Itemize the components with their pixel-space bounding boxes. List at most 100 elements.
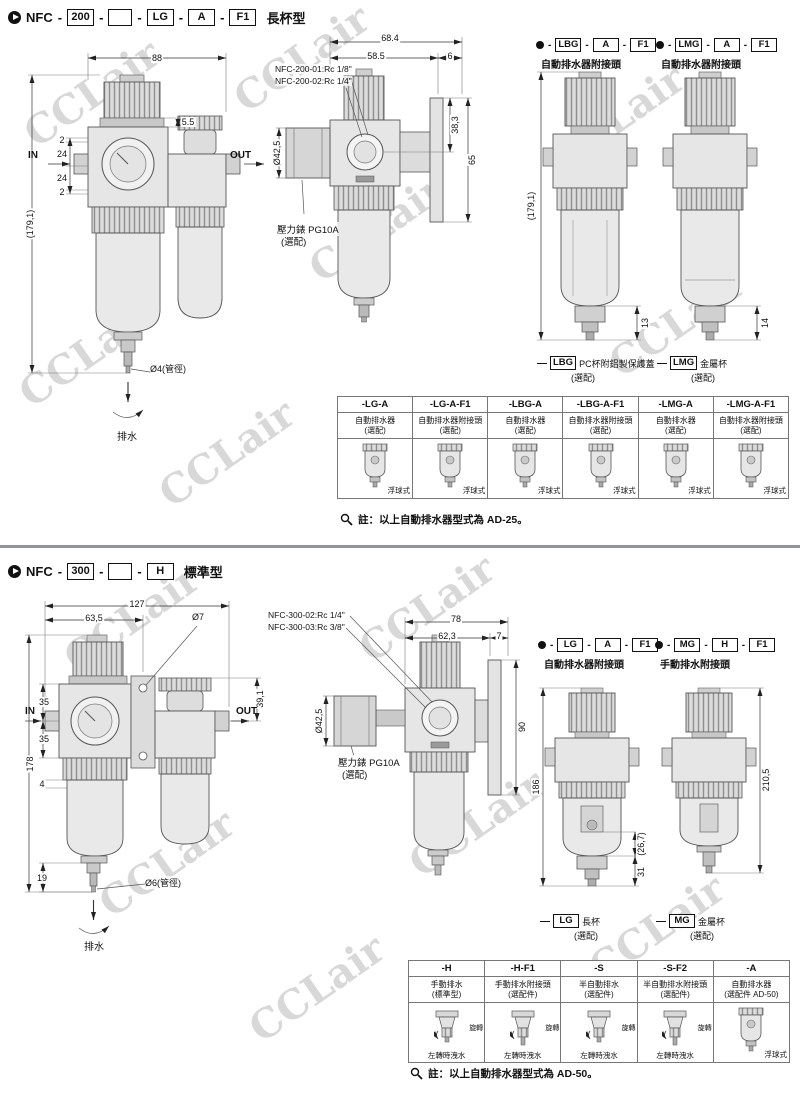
figure-caption: 浮球式: [387, 486, 411, 495]
float-drain-icon: [437, 443, 463, 488]
dim-flange-label: 6: [446, 51, 454, 61]
figure-caption: 左轉時洩水: [427, 1051, 466, 1060]
regulator-knob: [685, 687, 733, 739]
figure-caption: 左轉時洩水: [504, 1051, 542, 1060]
code-separator: -: [741, 639, 746, 651]
column-header: -LMG-A: [637, 396, 714, 413]
pressure-gauge-side: [285, 127, 331, 179]
table-figure-row: 浮球式 浮球式 浮球式 浮球式 浮球式 浮球式: [336, 438, 790, 499]
lubricator: [154, 677, 230, 759]
drain-figure-cell: 旋轉 左轉時洩水: [407, 1002, 486, 1063]
s2-variant-b-code: - MG - H - F1: [655, 638, 776, 652]
gauge-dia-label: Ø42,5: [272, 139, 282, 167]
type-label: 標準型: [183, 565, 223, 580]
code-box-drain: H: [146, 563, 174, 580]
s2-drain-options-table: -H -H-F1 -S -S-F2 -A 手動排水(標準型) 手動排水附接頭(選…: [407, 960, 791, 1063]
code-box: LG: [557, 638, 584, 652]
figure-caption: 浮球式: [763, 486, 787, 495]
code-separator: -: [624, 639, 629, 651]
s2-bowl-note-a: LG 長杯 (選配): [540, 914, 600, 942]
bowl-note-text: PC杯附鋁製保護蓋: [579, 358, 655, 369]
desc-line: (選配): [364, 425, 386, 435]
code-box: LBG: [555, 38, 582, 52]
dim-body-label: 58.5: [366, 51, 386, 61]
drain-figure-cell: 浮球式: [487, 438, 564, 499]
code-box-bowl: LG: [146, 9, 174, 26]
column-desc: 半自動排水附接頭(選配件): [636, 976, 714, 1003]
s2-variant-mg-drawing: [661, 687, 764, 874]
lubricator-bowl: [175, 206, 225, 319]
code-box: LMG: [675, 38, 703, 52]
float-drain-icon: [362, 443, 388, 488]
desc-line: (選配件): [584, 989, 614, 999]
body: [662, 133, 758, 189]
column-header: -A: [712, 960, 791, 977]
code-box: A: [592, 38, 619, 52]
dim-chain-label: 24: [55, 149, 69, 159]
code-box: MG: [674, 638, 701, 652]
pressure-gauge-side: [333, 695, 406, 747]
magnifier-icon: [410, 1067, 423, 1080]
pipe-dia-label: Ø6(管徑): [145, 876, 182, 889]
desc-line: 自動排水器: [355, 415, 396, 425]
drain-valve: [427, 849, 449, 876]
section-bullet-icon: [8, 11, 21, 24]
body: [329, 119, 401, 187]
s2-side-view-drawing: [323, 615, 520, 876]
desc-line: (選配件): [508, 989, 538, 999]
s2-bowl-note-b: MG 金屬杯 (選配): [656, 914, 725, 942]
float-drain-icon: [513, 443, 538, 488]
code-separator: -: [137, 564, 142, 579]
s1-variant-lbg-drawing: [537, 71, 641, 341]
table-figure-row: 旋轉 左轉時洩水 旋轉 左轉時洩水 旋轉 左轉時洩水 旋轉 左轉時洩水 浮球式: [407, 1002, 791, 1063]
drain-figure-cell: 浮球式: [412, 438, 489, 499]
s1-variant-a-code: - LBG - A - F1: [536, 38, 657, 52]
desc-line: 自動排水器附接頭: [568, 415, 633, 425]
code-separator: -: [99, 564, 104, 579]
code-box: A: [713, 38, 740, 52]
drain-figure-cell: 旋轉 左轉時洩水: [484, 1002, 562, 1063]
float-drain-icon: [588, 443, 613, 488]
hole-dia-label: Ø7: [192, 612, 205, 622]
s1-variant-a-label: 自動排水器附接頭: [541, 60, 621, 71]
bowl-note-text: 金屬杯: [700, 358, 728, 369]
drain-valve: [113, 331, 143, 374]
semi-auto-drain-icon: [583, 1010, 611, 1043]
column-desc: 自動排水器(選配): [487, 412, 564, 439]
column-header: -S: [560, 960, 638, 977]
dim-depth-label: 68.4: [380, 33, 400, 43]
column-desc: 半自動排水(選配件): [560, 976, 638, 1003]
code-separator: -: [743, 39, 748, 51]
leader-dash: [540, 920, 550, 922]
note-text: 註：以上自動排水器型式為 AD-50。: [428, 1068, 598, 1080]
filter-bowl: [333, 185, 395, 299]
column-desc: 自動排水器附接頭(選配): [562, 412, 639, 439]
desc-line: (選配): [589, 425, 612, 435]
code-separator: -: [622, 39, 627, 51]
dim-port-height-label: 38,3: [450, 115, 460, 135]
drain-label: 排水: [117, 428, 137, 443]
s2-front-view-drawing: [25, 601, 261, 934]
column-header: -LMG-A-F1: [712, 396, 790, 413]
float-drain-icon: [739, 1007, 764, 1052]
section-divider: [0, 545, 800, 548]
desc-line: 半自動排水附接頭: [643, 979, 708, 989]
code-box: MG: [669, 914, 695, 928]
code-separator: -: [668, 39, 672, 51]
code-box-drain: A: [188, 9, 216, 26]
dim-height-label: 186: [531, 778, 541, 796]
port-spec-label-2: NFC-200-02:Rc 1/4": [275, 76, 352, 86]
in-port-label: IN: [25, 706, 35, 717]
regulator-knob: [568, 687, 616, 739]
lubricator-bowl: [158, 757, 212, 845]
desc-line: (選配件): [660, 989, 690, 999]
code-box-blank: [108, 9, 133, 26]
column-header: -LBG-A: [487, 396, 564, 413]
series-code: NFC: [26, 10, 53, 25]
table-desc-row: 自動排水器(選配) 自動排水器附接頭(選配) 自動排水器(選配) 自動排水器附接…: [336, 412, 790, 439]
dim-height-label: (179,1): [25, 208, 35, 240]
desc-line: (選配件 AD-50): [724, 989, 779, 999]
figure-caption: 浮球式: [537, 486, 561, 495]
code-box: F1: [630, 38, 657, 52]
